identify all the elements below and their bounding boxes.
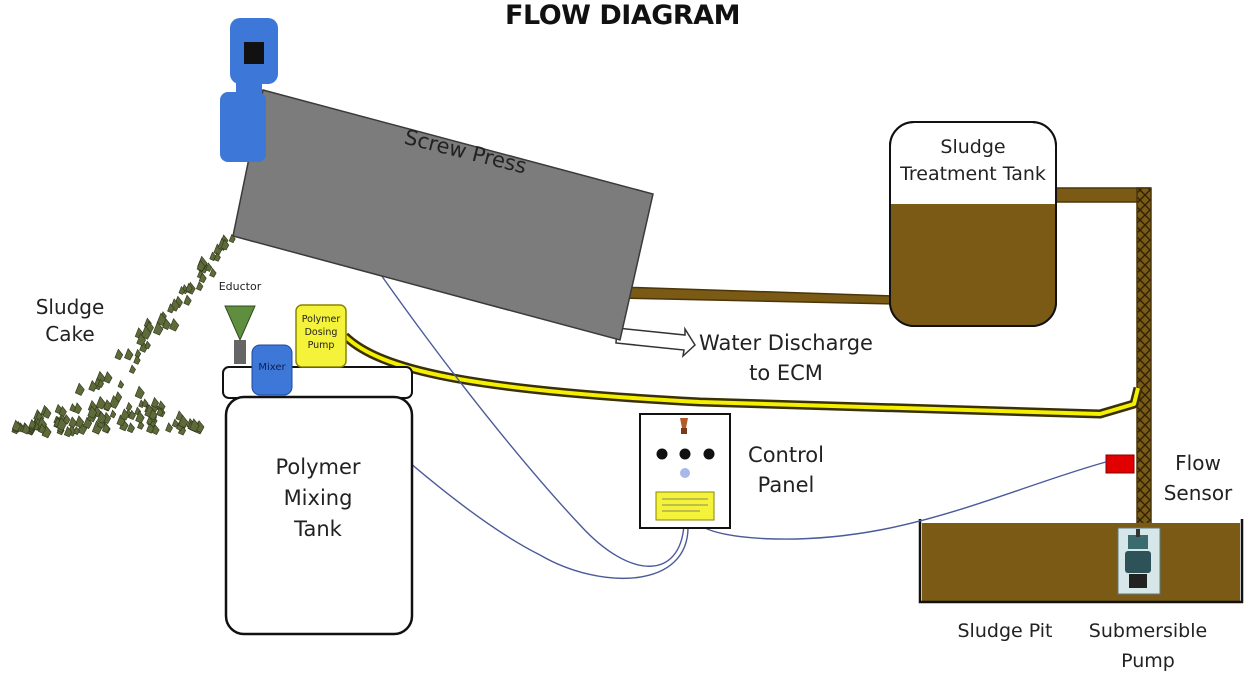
flow-sensor-label: Flow Sensor xyxy=(1163,451,1233,505)
control-panel-label: Control Panel xyxy=(748,443,824,497)
screw-press xyxy=(232,89,654,341)
tank-outlet-pipe xyxy=(1051,187,1151,203)
control-panel xyxy=(639,413,731,529)
polymer-dosing-line xyxy=(341,332,1143,419)
polymer-mixing-tank-label: Polymer Mixing Tank xyxy=(275,455,361,541)
riser-pipe xyxy=(1136,187,1152,545)
flow-sensor-icon xyxy=(1105,454,1135,474)
selector-knob-icon xyxy=(680,468,690,478)
sludge-cake-pile xyxy=(11,233,236,439)
mixer-label: Mixer xyxy=(258,362,286,373)
water-discharge-label: Water Discharge to ECM xyxy=(699,331,873,385)
submersible-pump-label: Submersible Pump xyxy=(1088,620,1208,672)
eductor-icon xyxy=(224,305,256,364)
diagram-title: FLOW DIAGRAM xyxy=(505,0,740,31)
sludge-pit-label: Sludge Pit xyxy=(957,620,1053,642)
press-to-tank-pipe xyxy=(617,286,896,305)
polymer-dosing-pump-label: Polymer Dosing Pump xyxy=(301,314,341,351)
submersible-pump-icon xyxy=(1117,527,1161,595)
press-motor-icon xyxy=(220,18,278,162)
indicator-light-icon xyxy=(656,448,668,460)
mixer-icon xyxy=(251,344,293,396)
sludge-treatment-tank-label: Sludge Treatment Tank xyxy=(900,136,1046,185)
polymer-dosing-pump-icon xyxy=(295,304,347,368)
indicator-light-icon xyxy=(703,448,715,460)
sludge-cake-label: Sludge Cake xyxy=(35,295,105,346)
sludge-pit xyxy=(918,519,1244,604)
indicator-light-icon xyxy=(679,448,691,460)
eductor-label: Eductor xyxy=(218,280,262,293)
sludge-treatment-tank xyxy=(889,121,1057,327)
water-discharge-arrow xyxy=(615,326,696,359)
